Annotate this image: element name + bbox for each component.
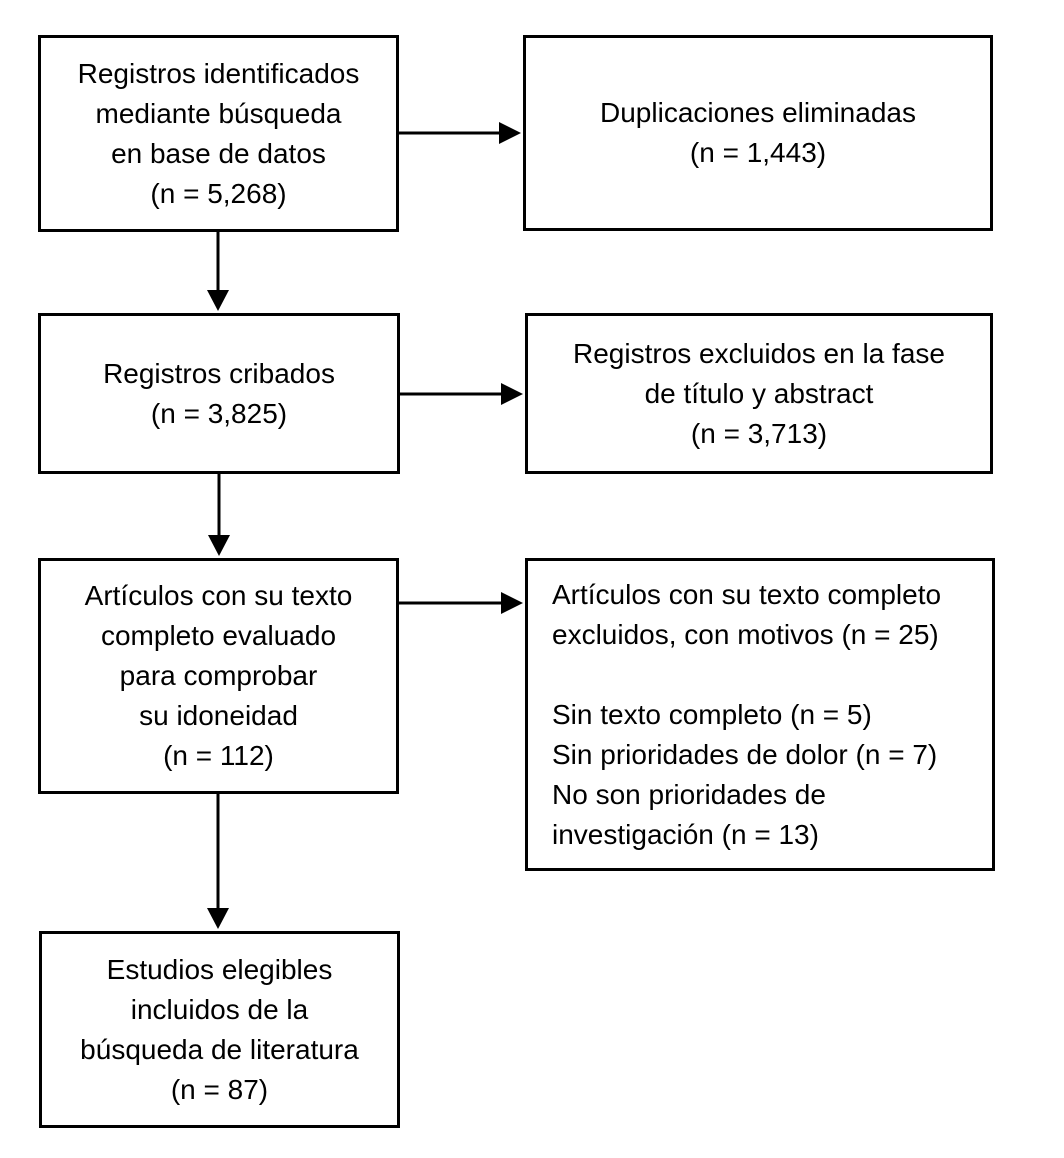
arrow-fulltext-to-included [207, 794, 229, 929]
arrow-screened-to-title-abstract [400, 383, 523, 405]
arrow-identified-to-duplicates [399, 122, 521, 144]
arrow-screened-to-fulltext [208, 474, 230, 556]
flow-box-fulltext-assessed: Artículos con su texto completo evaluado… [38, 558, 399, 794]
flow-box-records-screened: Registros cribados (n = 3,825) [38, 313, 400, 474]
flow-box-title-abstract-excluded: Registros excluidos en la fase de título… [525, 313, 993, 474]
flow-box-records-identified: Registros identificados mediante búsqued… [38, 35, 399, 232]
arrow-identified-to-screened [207, 232, 229, 311]
arrow-fulltext-to-excluded [399, 592, 523, 614]
flow-box-fulltext-excluded-reasons: Artículos con su texto completo excluido… [525, 558, 995, 871]
flow-box-duplicates-removed: Duplicaciones eliminadas (n = 1,443) [523, 35, 993, 231]
flow-box-studies-included: Estudios elegibles incluidos de la búsqu… [39, 931, 400, 1128]
